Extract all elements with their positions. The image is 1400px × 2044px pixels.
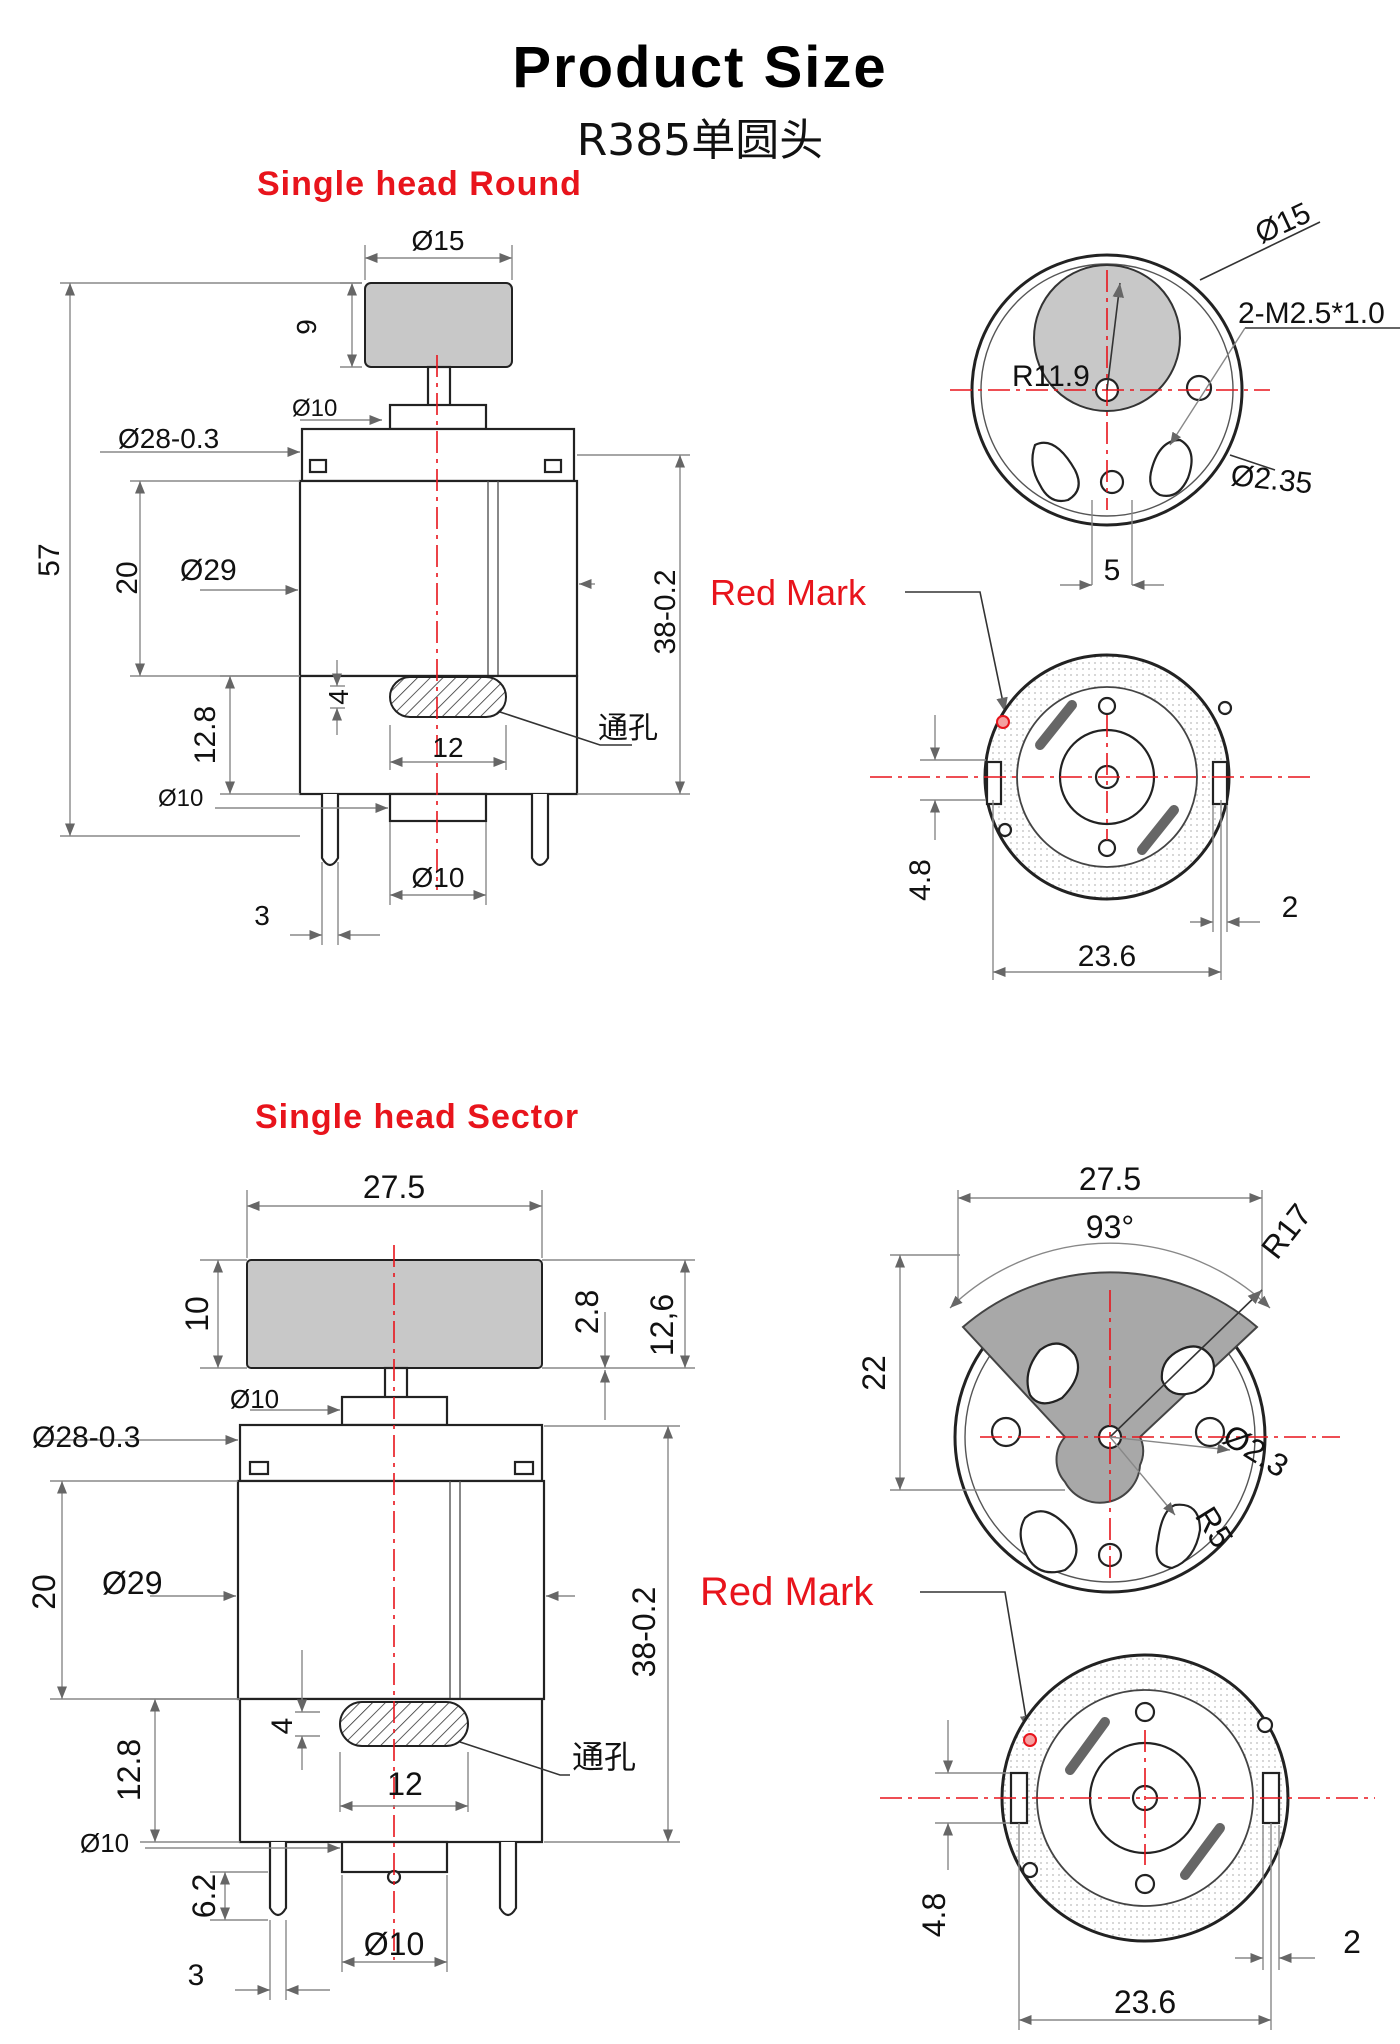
round-shaft	[426, 365, 452, 409]
round-side-total-len: 57	[33, 543, 66, 576]
sector-terminal-right	[498, 1842, 518, 1917]
sector-side-slot-len: 12	[387, 1766, 423, 1802]
round-terminal-left	[320, 794, 340, 867]
sector-front-view: 27.5 93° R17 22 Ø2.3 R5	[856, 1161, 1340, 1594]
sector-motor-body	[236, 1479, 546, 1701]
sector-side-head-h: 10	[179, 1296, 215, 1332]
round-side-slot-w: 4	[323, 689, 354, 705]
round-side-body-len: 38-0.2	[649, 569, 682, 654]
sector-red-mark-dot	[1023, 1733, 1037, 1747]
round-side-head-h: 9	[291, 319, 322, 335]
sector-side-shaft-dia: Ø10	[230, 1384, 279, 1414]
round-front-spacing: 5	[1104, 554, 1121, 587]
sector-front-angle: 93°	[1086, 1209, 1134, 1245]
round-rear-boss	[388, 792, 488, 823]
round-front-hole-dia: Ø2.35	[1229, 459, 1314, 500]
sector-front-height: 22	[856, 1355, 892, 1391]
sector-cap-tab-right	[513, 1460, 535, 1476]
round-side-body-dia-tol: Ø28-0.3	[118, 423, 219, 454]
round-red-mark-label: Red Mark	[710, 572, 867, 613]
round-side-bottom-seg: 12.8	[189, 706, 222, 764]
sector-through-slot	[339, 1701, 469, 1747]
sector-side-through-hole: 通孔	[572, 1739, 636, 1775]
sector-side-term-len: 6.2	[186, 1874, 222, 1918]
round-rear-width: 23.6	[1078, 940, 1136, 973]
sector-front-radius: R17	[1254, 1197, 1319, 1265]
round-side-bottom-boss: Ø10	[158, 785, 203, 812]
round-motor-body	[298, 479, 579, 678]
sector-cap-tab-left	[248, 1460, 270, 1476]
round-side-body-dia: Ø29	[180, 554, 237, 587]
round-red-mark-dot	[996, 715, 1010, 729]
round-side-slot-len: 12	[432, 732, 463, 763]
round-side-through-hole: 通孔	[598, 712, 658, 745]
round-side-shaft-dia: Ø10	[292, 395, 337, 422]
round-head-cap	[364, 282, 513, 368]
sector-rear-view: Red Mark 4.8 23.6	[700, 1570, 1375, 2030]
page-subtitle: R385单圆头	[576, 115, 824, 166]
sector-side-head-w: 27.5	[363, 1169, 425, 1205]
sector-side-body-len: 38-0.2	[626, 1587, 662, 1678]
sector-side-head-total: 12,6	[644, 1294, 680, 1356]
round-front-boss	[388, 403, 488, 431]
round-side-term-w: 3	[254, 900, 270, 931]
page-title: Product Size	[512, 35, 888, 100]
round-side-head-dia: Ø15	[412, 225, 465, 256]
sector-side-boss-dia: Ø10	[364, 1926, 424, 1962]
sector-side-view: 27.5 10 2.8 12,6 Ø10 Ø28-0.3 20 Ø29 38-0…	[26, 1169, 695, 2000]
round-front-screws: 2-M2.5*1.0	[1238, 297, 1385, 330]
round-front-dia: Ø15	[1250, 196, 1315, 250]
sector-side-term-w: 3	[188, 1959, 205, 1992]
sector-side-body-dia: Ø29	[102, 1565, 162, 1601]
round-cap-tab-left	[308, 458, 328, 474]
sector-rear-term-off: 4.8	[916, 1893, 952, 1937]
sector-rear-gap: 2	[1343, 1924, 1361, 1960]
round-cap-tab-right	[543, 458, 563, 474]
round-rear-term-off: 4.8	[904, 859, 937, 901]
sector-side-body-dia-tol: Ø28-0.3	[32, 1421, 140, 1454]
sector-side-slot-w: 4	[266, 1718, 299, 1735]
section-heading-sector: Single head Sector	[255, 1098, 580, 1136]
sector-terminal-left	[268, 1842, 288, 1917]
sector-side-body-seg: 20	[26, 1574, 62, 1610]
sector-side-bottom-seg: 12.8	[111, 1739, 147, 1801]
round-front-radius: R11.9	[1012, 360, 1090, 393]
round-through-slot	[389, 676, 507, 718]
sector-front-cap	[238, 1423, 544, 1483]
sector-rear-width: 23.6	[1114, 1984, 1176, 2020]
round-rear-gap: 2	[1282, 891, 1299, 924]
round-side-body-seg: 20	[111, 561, 144, 594]
round-side-view: Ø15 9 Ø10 Ø28-0.3 57 20 Ø29 38-0.2 4 12 …	[33, 225, 690, 945]
round-side-boss-dia: Ø10	[412, 862, 465, 893]
sector-red-mark-label: Red Mark	[700, 1570, 874, 1614]
section-heading-round: Single head Round	[257, 165, 582, 203]
sector-side-bottom-boss: Ø10	[80, 1828, 129, 1858]
sector-front-width: 27.5	[1079, 1161, 1141, 1197]
round-terminal-right	[530, 794, 550, 867]
round-front-cap	[300, 427, 576, 483]
sector-side-head-thk: 2.8	[569, 1290, 605, 1334]
round-rear-view: Red Mark 4.8 23.6	[710, 572, 1310, 980]
round-front-view: Ø15 R11.9 2-M2.5*1.0 Ø2.35 5	[950, 196, 1400, 591]
